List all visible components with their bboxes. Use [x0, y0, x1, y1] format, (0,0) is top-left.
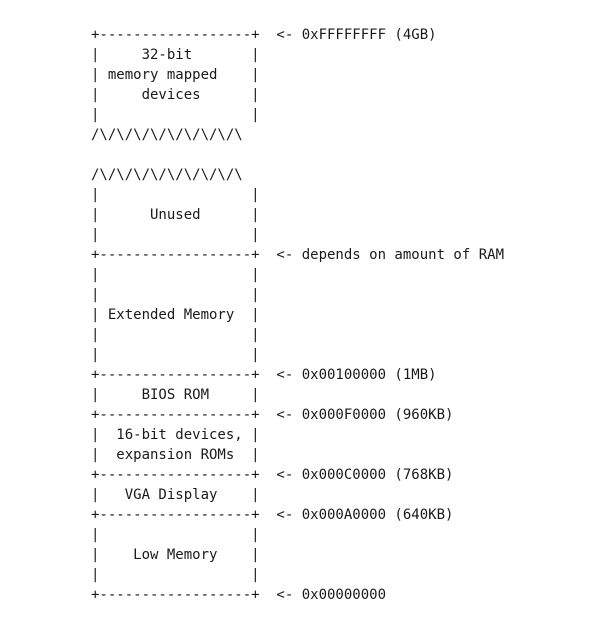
diagram-line: +------------------+ <- 0x00100000 (1MB) [91, 367, 437, 383]
diagram-line: | | [91, 267, 260, 283]
diagram-line: | | [91, 527, 260, 543]
diagram-line: | | [91, 227, 260, 243]
diagram-line: | | [91, 347, 260, 363]
diagram-line: +------------------+ <- 0x000C0000 (768K… [91, 467, 454, 483]
diagram-line: | | [91, 327, 260, 343]
diagram-line: | Extended Memory | [91, 307, 260, 323]
diagram-line: | Low Memory | [91, 547, 260, 563]
diagram-line: | | [91, 567, 260, 583]
diagram-line: | devices | [91, 87, 260, 103]
diagram-line: | BIOS ROM | [91, 387, 260, 403]
diagram-line: /\/\/\/\/\/\/\/\/\ [91, 127, 243, 143]
diagram-line: | | [91, 107, 260, 123]
diagram-line: | VGA Display | [91, 487, 260, 503]
diagram-line: | expansion ROMs | [91, 447, 260, 463]
diagram-line: | | [91, 187, 260, 203]
memory-map-diagram: +------------------+ <- 0xFFFFFFFF (4GB)… [91, 25, 504, 605]
diagram-line: +------------------+ <- depends on amoun… [91, 247, 505, 263]
diagram-line: | | [91, 287, 260, 303]
diagram-line: +------------------+ <- 0x00000000 [91, 587, 387, 603]
diagram-line: | memory mapped | [91, 67, 260, 83]
diagram-line: | Unused | [91, 207, 260, 223]
diagram-line: +------------------+ <- 0xFFFFFFFF (4GB) [91, 27, 437, 43]
diagram-line: +------------------+ <- 0x000F0000 (960K… [91, 407, 454, 423]
diagram-line: | 16-bit devices, | [91, 427, 260, 443]
diagram-line: /\/\/\/\/\/\/\/\/\ [91, 167, 243, 183]
diagram-line: | 32-bit | [91, 47, 260, 63]
diagram-line: +------------------+ <- 0x000A0000 (640K… [91, 507, 454, 523]
diagram-line [91, 145, 504, 165]
